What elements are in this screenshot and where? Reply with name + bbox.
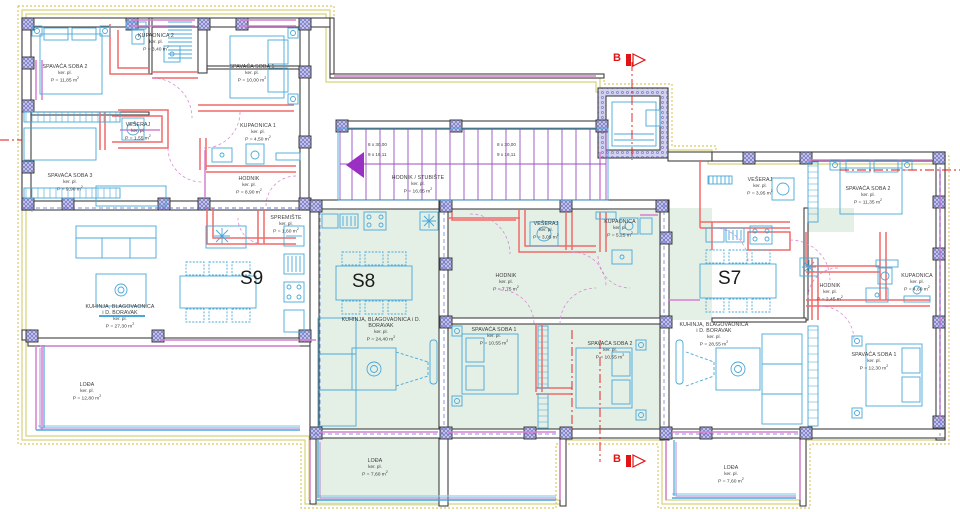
- red-partitions: [99, 24, 930, 395]
- section-line-bb: [0, 62, 960, 462]
- stair-note-tread-right: 9 x 16,11: [497, 152, 516, 157]
- stair-note-riser-left: 8 x 30,00: [368, 142, 387, 147]
- overhead-dashed-lines: [22, 160, 941, 436]
- terrace-outlines: [39, 348, 796, 499]
- apartment-label-s7: S7: [718, 268, 742, 289]
- section-arrow-heads: [626, 53, 647, 468]
- staircase-treads: [339, 129, 607, 200]
- stair-note-tread-left: 9 x 16,11: [368, 152, 387, 157]
- door-swings: [151, 77, 855, 341]
- apartment-label-s8: S8: [352, 271, 376, 292]
- stair-note-riser-right: 8 x 30,00: [497, 142, 516, 147]
- furniture-fixtures: [23, 21, 931, 501]
- section-marker-b-top: B: [613, 52, 621, 64]
- apartment-label-s9: S9: [240, 268, 264, 289]
- stair-direction-arrow: [346, 152, 364, 178]
- section-marker-b-bottom: B: [613, 453, 621, 465]
